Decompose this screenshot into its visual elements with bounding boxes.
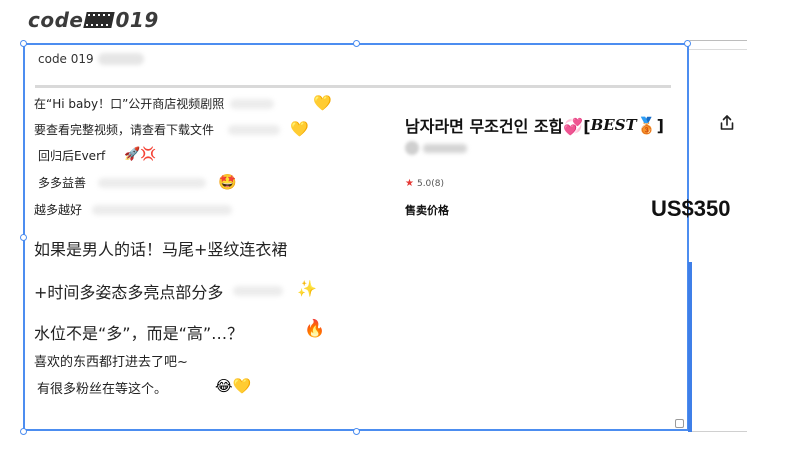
background-window-bottom-edge	[692, 431, 747, 432]
chat-message-text: 水位不是“多”，而是“高”…？	[34, 324, 244, 343]
title-bracket: ]	[656, 115, 664, 135]
title-prefix: code	[28, 8, 84, 32]
resize-handle-top-right[interactable]	[684, 40, 691, 47]
chat-message: 水位不是“多”，而是“高”…？	[34, 320, 243, 344]
product-title-text: 남자라면 무조건인 조합💞[	[405, 117, 591, 136]
chat-message-text: +时间多姿态多亮点部分多	[34, 283, 224, 302]
chat-message: 多多益善	[38, 174, 207, 191]
selected-panel-edge	[688, 262, 692, 432]
seller-info[interactable]	[405, 141, 467, 155]
chat-message: 喜欢的东西都打进去了吧~	[34, 351, 188, 370]
chat-message-text: 要查看完整视频，请查看下载文件	[34, 123, 215, 137]
star-struck-icon: 🤩	[218, 173, 237, 191]
chat-message-text: 如果是男人的话！马尾+竖纹连衣裙	[34, 240, 288, 259]
blurred-text	[92, 204, 233, 215]
laughing-heart-icon: 😂💛	[215, 377, 252, 395]
chat-message-text: 在“Hi baby！口”公开商店视频剧照	[34, 97, 225, 111]
resize-handle-top-left[interactable]	[20, 40, 27, 47]
film-strip-icon	[83, 12, 116, 28]
window-corner-icon[interactable]	[675, 419, 684, 428]
chat-message-text: 有很多粉丝在等这个。	[37, 382, 168, 397]
share-icon[interactable]	[718, 114, 736, 132]
rating-value: 5.0(8)	[416, 178, 445, 189]
bronze-medal-icon: 🥉	[636, 115, 657, 135]
rating[interactable]: ★ 5.0(8)	[405, 178, 444, 189]
price-label: 售卖价格	[405, 204, 449, 217]
chat-message: 如果是男人的话！马尾+竖纹连衣裙	[34, 236, 287, 260]
background-window-edge	[689, 40, 747, 50]
chat-message: 在“Hi baby！口”公开商店视频剧照	[34, 95, 275, 112]
title-number: 019	[115, 8, 159, 32]
price-value: US$350	[651, 196, 731, 221]
top-title: code 019	[28, 8, 159, 32]
resize-handle-left[interactable]	[20, 234, 27, 241]
resize-handle-top[interactable]	[353, 40, 360, 47]
chat-message-text: 喜欢的东西都打进去了吧~	[34, 355, 188, 370]
blurred-text	[230, 98, 275, 109]
chat-message: +时间多姿态多亮点部分多	[34, 279, 284, 303]
chat-divider	[35, 85, 671, 88]
blurred-avatar	[405, 141, 419, 155]
product-title[interactable]: 남자라면 무조건인 조합💞[ BEST 🥉 ]	[405, 113, 664, 137]
rocket-anger-icon: 🚀💢	[124, 147, 157, 162]
chat-title: code 019	[38, 52, 94, 66]
resize-handle-bottom[interactable]	[353, 428, 360, 435]
chat-message: 有很多粉丝在等这个。	[37, 378, 167, 397]
chat-message: 越多越好	[34, 201, 233, 218]
star-icon: ★	[405, 178, 414, 189]
chat-message: 要查看完整视频，请查看下载文件	[34, 121, 281, 138]
yellow-heart-icon: 💛	[313, 94, 332, 112]
blurred-text	[228, 124, 281, 135]
blurred-seller-name	[423, 143, 467, 153]
chat-message-text: 回归后Everf	[38, 149, 106, 163]
chat-message-text: 多多益善	[38, 176, 87, 190]
best-tag: BEST	[590, 116, 637, 134]
chat-header: code 019	[38, 52, 144, 66]
blurred-text	[233, 286, 284, 296]
resize-handle-bottom-left[interactable]	[20, 428, 27, 435]
sparkle-icon: ✨	[297, 279, 317, 298]
blurred-text	[98, 177, 207, 188]
blurred-username	[97, 53, 144, 65]
yellow-heart-icon: 💛	[290, 120, 309, 138]
fire-icon: 🔥	[304, 319, 326, 339]
chat-message: 回归后Everf	[38, 147, 105, 164]
chat-message-text: 越多越好	[34, 203, 83, 217]
